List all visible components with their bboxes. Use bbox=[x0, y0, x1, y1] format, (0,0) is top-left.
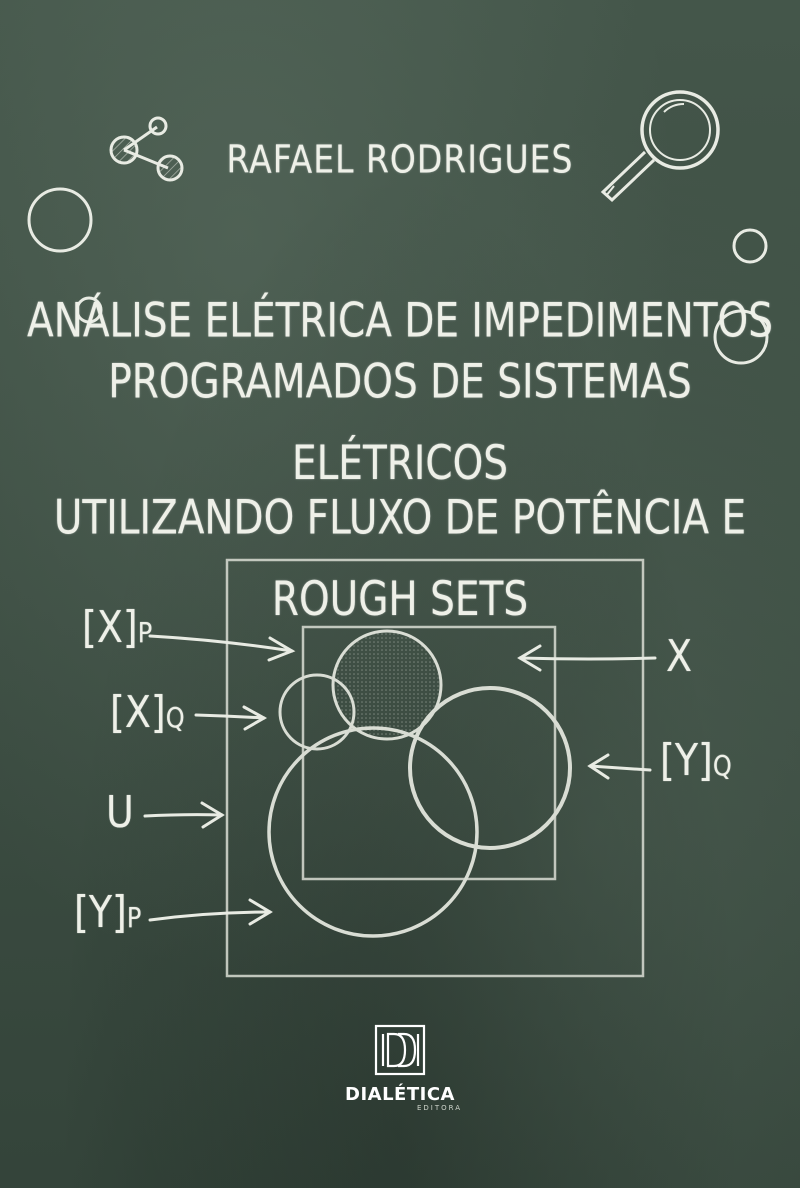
circle-yq bbox=[408, 686, 572, 850]
molecule-icon bbox=[109, 116, 184, 182]
title-line-1: ANÁLISE ELÉTRICA DE IMPEDIMENTOS bbox=[27, 294, 773, 349]
label-xp-main: [X] bbox=[82, 601, 138, 653]
label-xp: [X]P bbox=[82, 602, 152, 653]
label-xq-main: [X] bbox=[110, 686, 166, 738]
label-x: X bbox=[666, 630, 693, 682]
label-yq: [Y]Q bbox=[660, 735, 732, 786]
publisher-name: DIALÉTICA bbox=[345, 1084, 455, 1105]
label-yq-sub: Q bbox=[712, 749, 732, 782]
circle-xp bbox=[331, 629, 443, 741]
label-yp: [Y]P bbox=[74, 887, 141, 938]
arrow-yp bbox=[148, 898, 273, 926]
arrow-yq bbox=[587, 753, 652, 780]
title-line-2: PROGRAMADOS DE SISTEMAS ELÉTRICOS bbox=[108, 355, 692, 492]
label-xq: [X]Q bbox=[110, 687, 185, 738]
label-yp-main: [Y] bbox=[74, 886, 127, 938]
dialetica-logo-icon bbox=[374, 1024, 426, 1076]
label-xp-sub: P bbox=[137, 616, 153, 649]
title-line-3: UTILIZANDO FLUXO DE POTÊNCIA E ROUGH SET… bbox=[53, 491, 747, 628]
arrow-u bbox=[143, 801, 225, 829]
publisher-block: DIALÉTICA EDITORA bbox=[330, 1022, 470, 1112]
circle-xq bbox=[278, 673, 356, 751]
label-u: U bbox=[106, 786, 134, 838]
magnifier-icon bbox=[600, 90, 720, 203]
label-yp-sub: P bbox=[126, 901, 142, 934]
universe-rectangle bbox=[225, 558, 645, 978]
label-yq-main: [Y] bbox=[660, 734, 713, 786]
circle-yp bbox=[267, 726, 479, 938]
publisher-subtitle: EDITORA bbox=[416, 1104, 462, 1112]
arrows bbox=[143, 634, 657, 926]
arrow-xp bbox=[148, 634, 296, 662]
label-xq-sub: Q bbox=[165, 701, 185, 734]
arrow-xq bbox=[194, 705, 268, 731]
author-name: RAFAEL RODRIGUES bbox=[226, 137, 574, 182]
rough-set-diagram bbox=[225, 558, 645, 978]
book-title: ANÁLISE ELÉTRICA DE IMPEDIMENTOS PROGRAM… bbox=[0, 288, 800, 628]
arrow-x bbox=[517, 644, 657, 672]
bubble-icon bbox=[27, 187, 769, 365]
logo-spacer bbox=[330, 1022, 470, 1078]
